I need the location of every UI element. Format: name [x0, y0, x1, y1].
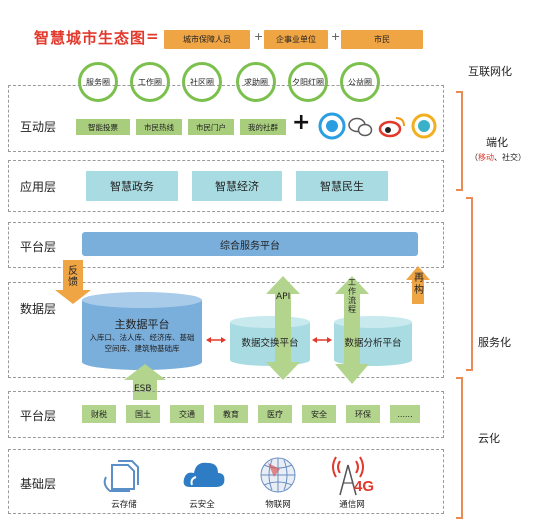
diagram-title: 智慧城市生态图	[34, 29, 147, 47]
app-smart-government[interactable]: 智慧政务	[86, 171, 178, 201]
circle-help: 求助圈	[236, 62, 276, 102]
base-label-iot: 物联网	[265, 500, 291, 510]
layer-label-platform-top: 平台层	[20, 240, 57, 254]
layer-label-platform-bottom: 平台层	[20, 409, 57, 423]
workflow-double-arrow	[335, 276, 369, 384]
layer-label-data: 数据层	[20, 302, 57, 316]
side-label-service: 服务化	[478, 336, 511, 349]
weibo-icon	[378, 117, 405, 138]
domain-land[interactable]: 国土	[126, 405, 160, 423]
button-citizen-hotline[interactable]: 市民热线	[136, 119, 182, 135]
application-layer	[8, 160, 444, 212]
layer-label-base: 基础层	[20, 477, 57, 491]
equals-sign: =	[146, 27, 159, 45]
base-layer	[8, 449, 444, 514]
plus-sign: +	[331, 30, 341, 43]
exchange-platform-label: 数据交换平台	[241, 338, 299, 349]
side-label-terminal: 端化	[486, 136, 508, 149]
layer-label-interaction: 互动层	[20, 120, 57, 134]
app-smart-economy[interactable]: 智慧经济	[192, 171, 282, 201]
cloud-storage-icon	[103, 460, 139, 492]
stakeholder-box-citizen: 市民	[341, 30, 423, 49]
base-label-cloud-security: 云安全	[189, 500, 215, 510]
master-data-desc: 入库口、法人库、经济库、基础空间库、建筑物基础库	[89, 333, 195, 353]
cloud-security-icon	[183, 462, 225, 487]
social-icons	[318, 112, 437, 140]
qzone-icon	[411, 113, 437, 139]
api-label: API	[276, 292, 291, 302]
plus-sign: +	[254, 30, 264, 43]
qq-circle-icon	[318, 112, 346, 140]
button-smart-vote[interactable]: 智能投票	[76, 119, 130, 135]
red-bidirectional-arrow-1	[206, 337, 226, 343]
feedback-arrow	[55, 260, 91, 304]
analysis-platform-label: 数据分析平台	[344, 338, 402, 349]
platform-layer-bottom	[8, 391, 444, 438]
master-data-title: 主数据平台	[114, 318, 170, 331]
feedback-label: 反馈	[68, 266, 78, 288]
button-my-community[interactable]: 我的社群	[240, 119, 286, 135]
layer-label-application: 应用层	[20, 180, 57, 194]
red-bidirectional-arrow-2	[312, 337, 332, 343]
stakeholder-box-enterprise: 企事业单位	[264, 30, 328, 49]
workflow-label: 工作流程	[348, 278, 356, 314]
circle-work: 工作圈	[130, 62, 170, 102]
wechat-icon	[348, 117, 373, 137]
4g-tower-icon: 4G	[332, 456, 374, 496]
base-icons: 4G	[103, 456, 374, 496]
domain-education[interactable]: 教育	[214, 405, 248, 423]
stakeholder-box-staff: 城市保障人员	[164, 30, 250, 49]
interaction-layer	[8, 85, 444, 152]
domain-environment[interactable]: 环保	[346, 405, 380, 423]
button-citizen-portal[interactable]: 市民门户	[188, 119, 234, 135]
plus-large: +	[292, 110, 311, 135]
side-label-terminal-sub: （移动、社交）	[470, 153, 526, 162]
integrated-service-platform[interactable]: 综合服务平台	[82, 232, 418, 256]
domain-medical[interactable]: 医疗	[258, 405, 292, 423]
circle-charity: 公益圈	[340, 62, 380, 102]
data-layer	[8, 282, 444, 378]
circle-community: 社区圈	[182, 62, 222, 102]
side-label-cloud: 云化	[478, 432, 500, 445]
app-smart-livelihood[interactable]: 智慧民生	[296, 171, 388, 201]
master-data-cylinder	[82, 292, 202, 370]
domain-finance[interactable]: 财税	[82, 405, 116, 423]
bracket-cloud	[456, 377, 463, 519]
bracket-terminal	[456, 91, 463, 191]
iot-globe-icon	[260, 457, 296, 493]
domain-safety[interactable]: 安全	[302, 405, 336, 423]
restructure-label: 再构	[414, 273, 424, 296]
circle-service: 服务圈	[78, 62, 118, 102]
api-double-arrow	[266, 276, 300, 380]
side-label-internet: 互联网化	[468, 65, 512, 78]
domain-more[interactable]: ......	[390, 405, 420, 423]
side-label-mobile: 移动	[478, 153, 494, 162]
restructure-arrow	[406, 266, 430, 304]
base-label-cloud-storage: 云存储	[111, 500, 137, 510]
domain-transport[interactable]: 交通	[170, 405, 204, 423]
platform-layer-top	[8, 222, 444, 268]
side-brackets	[456, 91, 473, 519]
base-label-telecom: 通信网	[339, 500, 365, 510]
bracket-service	[466, 197, 473, 371]
circle-elderly: 夕阳红圈	[288, 62, 328, 102]
esb-label: ESB	[134, 384, 152, 394]
svg-text:4G: 4G	[354, 478, 374, 495]
